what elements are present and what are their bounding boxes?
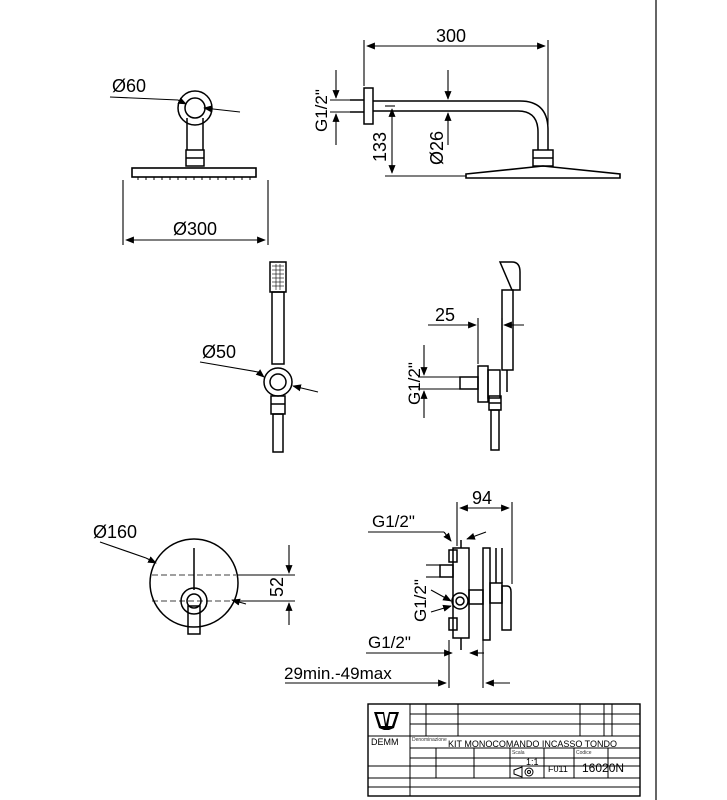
product-field-label: Denominazione (412, 737, 447, 743)
dim-valve-inlet-side (426, 564, 452, 613)
mixer-valve-side-view (439, 540, 512, 650)
dim-arm-length (363, 40, 549, 125)
title-block (367, 703, 641, 797)
hand-shower-grille (272, 264, 284, 290)
product-name: KIT MONOCOMANDO INCASSO TONDO (448, 739, 617, 749)
head-nozzles (137, 177, 251, 180)
hand-shower-front-view (263, 261, 293, 453)
dim-arm-diameter (109, 96, 241, 113)
dim-arm-drop (385, 105, 466, 177)
dim-arm-thread-label: G1/2" (312, 89, 331, 132)
code-field-label: Codice (576, 750, 592, 756)
mixer-plate-front-view (149, 538, 239, 635)
dim-plate-diameter-label: Ø160 (93, 522, 137, 542)
shower-arm-front-view (131, 90, 257, 178)
dim-plate-offset (238, 545, 295, 625)
shower-arm-side-view (350, 87, 621, 179)
dim-head-diameter-label: Ø300 (173, 219, 217, 239)
dim-valve-range (285, 640, 510, 688)
dim-arm-pipe-label: Ø26 (427, 131, 447, 165)
dim-valve-depth-label: 94 (472, 488, 492, 508)
scale-value: 1:1 (526, 757, 539, 767)
dim-arm-drop-label: 133 (370, 132, 390, 162)
dim-arm-thread (330, 70, 350, 145)
dim-valve-inlet-side-label: G1/2" (411, 579, 430, 622)
dim-valve-inlet-bottom-label: G1/2" (368, 633, 411, 652)
projection-symbol (513, 766, 534, 778)
dim-valve-inlet-top-label: G1/2" (372, 512, 415, 531)
dim-arm-diameter-label: Ø60 (112, 76, 146, 96)
dim-handshower-thread-label: G1/2" (405, 362, 424, 405)
dim-head-diameter (122, 180, 269, 245)
hand-shower-side-view (459, 261, 521, 451)
dim-valve-range-label: 29min.-49max (284, 664, 392, 683)
dim-valve-inlet-top (368, 531, 487, 542)
dim-plate-offset-label: 52 (267, 577, 287, 597)
brand-name: DEMM (371, 737, 399, 747)
dim-arm-length-label: 300 (436, 26, 466, 46)
dim-valve-depth (456, 502, 513, 584)
scale-field-label: Scala (512, 750, 525, 756)
dim-handshower-plate (199, 361, 319, 393)
sheet-code: F011 (548, 764, 568, 774)
demm-logo (374, 712, 399, 730)
dim-handshower-offset (428, 318, 524, 364)
dim-handshower-plate-label: Ø50 (202, 342, 236, 362)
dim-handshower-thread (418, 345, 460, 418)
dim-plate-diameter (99, 541, 247, 606)
product-code: 16020N (582, 761, 624, 775)
dim-handshower-offset-label: 25 (435, 305, 455, 325)
